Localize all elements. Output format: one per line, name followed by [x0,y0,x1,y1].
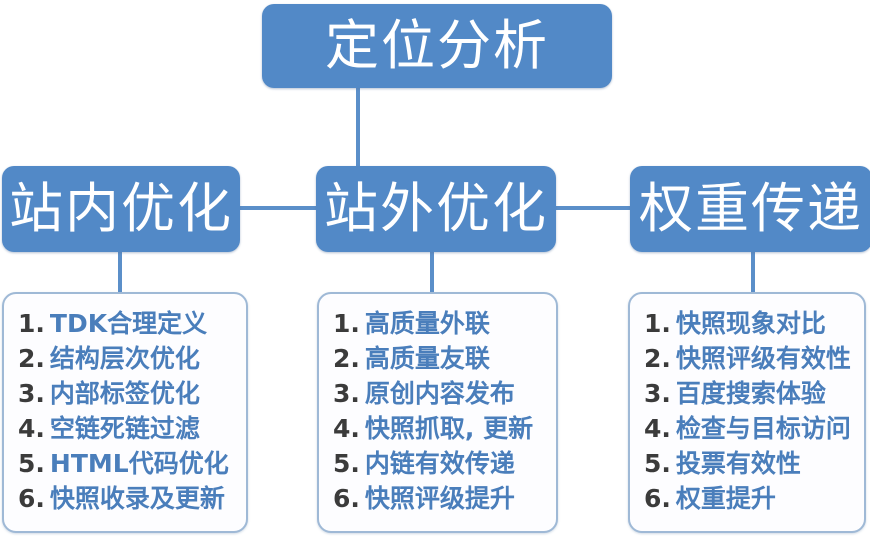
list-item-number: 3. [333,379,360,408]
list-item-label: 空链死链过滤 [49,414,200,443]
list-item[interactable]: 4. 空链死链过滤 [18,409,246,444]
list-item-number: 6. [644,484,671,513]
connector-right-to-list [751,250,755,294]
list-panel-off-site: 1. 高质量外联 2. 高质量友联 3. 原创内容发布 4. 快照抓取, 更新 … [317,292,558,533]
list-item[interactable]: 6. 权重提升 [644,479,864,514]
connector-left-to-center [238,206,320,210]
list-item-number: 4. [18,414,45,443]
list-item-label: 百度搜索体验 [675,379,826,408]
list-item-number: 2. [333,344,360,373]
list-item-number: 2. [644,344,671,373]
list-item-number: 5. [18,449,45,478]
list-item[interactable]: 5. 内链有效传递 [333,444,556,479]
list-weight-transfer: 1. 快照现象对比 2. 快照评级有效性 3. 百度搜索体验 4. 检查与目标访… [644,304,864,514]
list-off-site: 1. 高质量外联 2. 高质量友联 3. 原创内容发布 4. 快照抓取, 更新 … [333,304,556,514]
node-off-site-label: 站外优化 [324,177,548,240]
list-item-label: 投票有效性 [675,449,801,478]
node-weight-transfer-label: 权重传递 [639,177,863,240]
connector-root-to-center [356,86,360,166]
list-item[interactable]: 2. 结构层次优化 [18,339,246,374]
list-item[interactable]: 6. 快照收录及更新 [18,479,246,514]
list-item-label: 原创内容发布 [364,379,515,408]
list-item-number: 1. [644,309,671,338]
list-item-label: 快照抓取, 更新 [364,414,534,443]
list-item[interactable]: 1. 高质量外联 [333,304,556,339]
list-item[interactable]: 3. 原创内容发布 [333,374,556,409]
list-item[interactable]: 3. 内部标签优化 [18,374,246,409]
list-item-label: 快照评级有效性 [675,344,851,373]
list-item-number: 6. [18,484,45,513]
node-on-site[interactable]: 站内优化 [2,166,240,252]
list-item-label: HTML代码优化 [49,449,229,478]
list-panel-on-site: 1. TDK合理定义 2. 结构层次优化 3. 内部标签优化 4. 空链死链过滤… [2,292,248,533]
list-item-number: 2. [18,344,45,373]
list-item-number: 4. [644,414,671,443]
node-off-site[interactable]: 站外优化 [316,166,556,252]
list-item-label: 内链有效传递 [364,449,515,478]
connector-left-to-list [118,250,122,294]
list-item[interactable]: 4. 检查与目标访问 [644,409,864,444]
node-weight-transfer[interactable]: 权重传递 [630,166,870,252]
list-item-label: 内部标签优化 [49,379,200,408]
list-item-label: 高质量友联 [364,344,490,373]
list-item-number: 5. [333,449,360,478]
list-item-number: 5. [644,449,671,478]
list-item[interactable]: 4. 快照抓取, 更新 [333,409,556,444]
list-item[interactable]: 3. 百度搜索体验 [644,374,864,409]
list-item-label: 快照现象对比 [675,309,826,338]
list-item-label: 检查与目标访问 [675,414,851,443]
list-item-number: 3. [644,379,671,408]
node-root[interactable]: 定位分析 [262,4,612,88]
connector-center-to-list [430,250,434,294]
list-item-number: 1. [333,309,360,338]
list-item[interactable]: 6. 快照评级提升 [333,479,556,514]
list-item-label: 快照评级提升 [364,484,515,513]
connector-center-to-right [554,206,632,210]
list-on-site: 1. TDK合理定义 2. 结构层次优化 3. 内部标签优化 4. 空链死链过滤… [18,304,246,514]
list-panel-weight-transfer: 1. 快照现象对比 2. 快照评级有效性 3. 百度搜索体验 4. 检查与目标访… [628,292,866,533]
node-root-label: 定位分析 [325,14,549,77]
list-item-label: 权重提升 [675,484,776,513]
list-item-label: 结构层次优化 [49,344,200,373]
list-item-number: 1. [18,309,45,338]
list-item-label: 高质量外联 [364,309,490,338]
list-item[interactable]: 1. TDK合理定义 [18,304,246,339]
list-item[interactable]: 1. 快照现象对比 [644,304,864,339]
list-item-number: 4. [333,414,360,443]
list-item[interactable]: 2. 快照评级有效性 [644,339,864,374]
list-item-label: 快照收录及更新 [49,484,225,513]
node-on-site-label: 站内优化 [9,177,233,240]
list-item[interactable]: 5. HTML代码优化 [18,444,246,479]
list-item[interactable]: 5. 投票有效性 [644,444,864,479]
list-item-label: TDK合理定义 [49,309,208,338]
list-item[interactable]: 2. 高质量友联 [333,339,556,374]
list-item-number: 3. [18,379,45,408]
list-item-number: 6. [333,484,360,513]
